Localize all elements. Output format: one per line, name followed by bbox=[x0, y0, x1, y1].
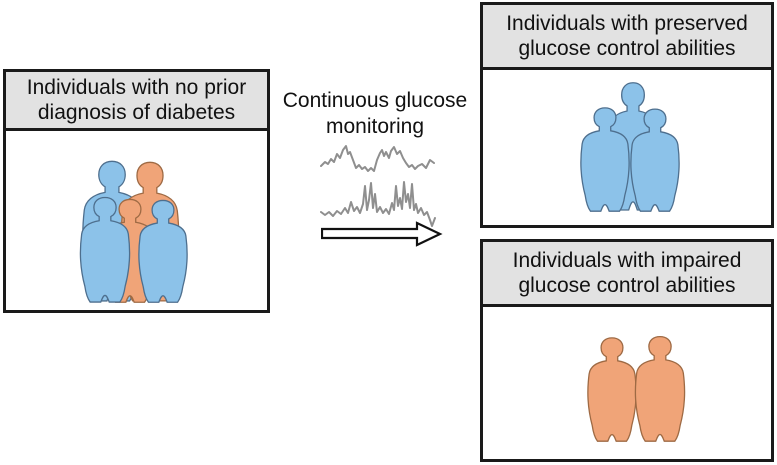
outcome-preserved-title-line1: Individuals with preserved bbox=[506, 12, 748, 35]
source-box-title-line1: Individuals with no prior bbox=[26, 76, 247, 99]
person-icon bbox=[635, 336, 685, 442]
outcome-impaired-header: Individuals with impaired glucose contro… bbox=[483, 242, 771, 307]
outcome-impaired-body bbox=[483, 307, 771, 459]
glucose-trace-icon bbox=[320, 145, 436, 227]
outcome-preserved-title-line2: glucose control abilities bbox=[518, 37, 736, 60]
process-label-line1: Continuous glucose bbox=[282, 89, 468, 112]
glucose-trace-bottom bbox=[320, 181, 436, 227]
person-icon bbox=[587, 337, 637, 442]
outcome-impaired-box: Individuals with impaired glucose contro… bbox=[480, 239, 774, 462]
outcome-preserved-box: Individuals with preserved glucose contr… bbox=[480, 2, 774, 228]
source-box-header: Individuals with no prior diagnosis of d… bbox=[6, 72, 267, 131]
outcome-preserved-body bbox=[483, 70, 771, 225]
source-box-body bbox=[6, 131, 267, 310]
people-group-orange-icon bbox=[587, 336, 685, 442]
arrow-right-icon bbox=[321, 221, 443, 247]
outcome-impaired-title-line2: glucose control abilities bbox=[518, 274, 736, 297]
process-label-block: Continuous glucose monitoring bbox=[270, 88, 480, 140]
outcome-preserved-header: Individuals with preserved glucose contr… bbox=[483, 5, 771, 70]
source-box-title-line2: diagnosis of diabetes bbox=[37, 101, 236, 124]
people-group-blue-icon bbox=[580, 82, 680, 212]
process-label-line2: monitoring bbox=[325, 115, 425, 138]
outcome-impaired-title-line1: Individuals with impaired bbox=[512, 249, 742, 272]
source-box: Individuals with no prior diagnosis of d… bbox=[3, 69, 270, 313]
glucose-trace-top bbox=[320, 145, 435, 172]
people-group-mixed-icon bbox=[80, 160, 188, 303]
